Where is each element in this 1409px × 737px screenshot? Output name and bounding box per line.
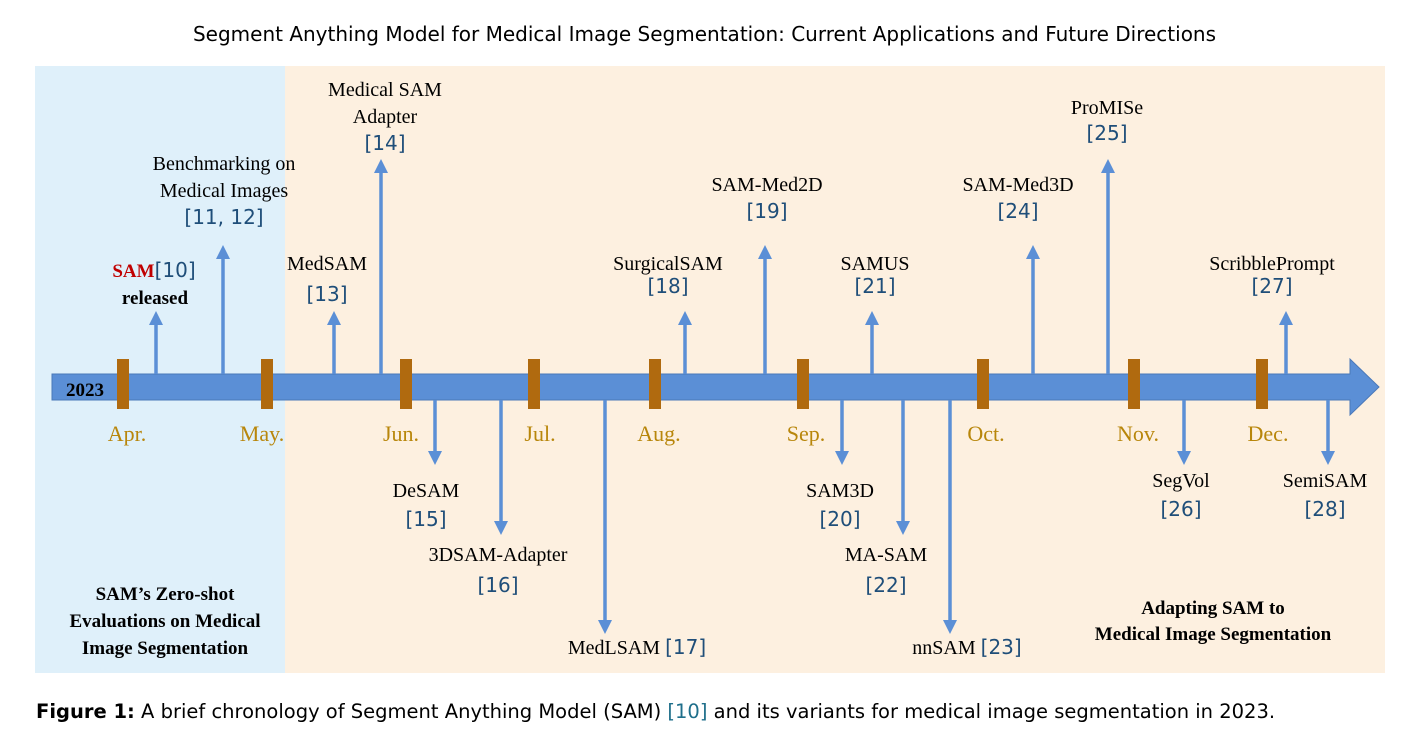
left-region-label: SAM’s Zero-shot [96, 584, 235, 605]
month-tick [261, 359, 273, 409]
event-benchmarking-ref: [11, 12] [184, 205, 263, 229]
event-semisam-ref: [28] [1304, 497, 1345, 521]
event-samus-name: SAMUS [841, 253, 910, 275]
event-sam-med2d-ref: [19] [746, 199, 787, 223]
event-promise-ref: [25] [1086, 121, 1127, 145]
month-tick [400, 359, 412, 409]
event-ref: [17] [665, 635, 706, 659]
event-sam3d-name: SAM3D [806, 480, 874, 502]
event-sam-med2d-name: SAM-Med2D [711, 174, 822, 196]
left-region-bg [35, 66, 285, 673]
event-segvol-name: SegVol [1152, 470, 1210, 492]
right-region-bg [285, 66, 1385, 673]
month-tick [1128, 359, 1140, 409]
event-ref: [23] [981, 635, 1022, 659]
event-samus-ref: [21] [854, 274, 895, 298]
event-benchmarking-name: Benchmarking on [153, 153, 296, 175]
event-medsam-name: MedSAM [287, 253, 367, 275]
caption-text-after: and its variants for medical image segme… [707, 700, 1276, 723]
month-tick [649, 359, 661, 409]
event-medical-sam-adapter-name: Medical SAM [328, 79, 442, 101]
month-label: Aug. [637, 421, 680, 446]
event-name: nnSAM [912, 637, 980, 659]
event-surgicalsam-name: SurgicalSAM [613, 253, 723, 275]
month-tick [528, 359, 540, 409]
sam-release-label: SAM[10] [112, 258, 195, 282]
event-3dsam-adapter-name: 3DSAM-Adapter [429, 544, 568, 566]
month-label: Oct. [967, 421, 1004, 446]
year-label: 2023 [66, 380, 104, 401]
month-tick [797, 359, 809, 409]
month-tick [977, 359, 989, 409]
month-label: Sep. [787, 421, 826, 446]
left-region-label: Image Segmentation [82, 638, 249, 659]
sam-name: SAM [112, 261, 154, 282]
event-medsam-ref: [13] [306, 282, 347, 306]
event-medical-sam-adapter-name: Adapter [353, 106, 418, 128]
month-label: Dec. [1248, 421, 1289, 446]
event-sam-med3d-ref: [24] [997, 199, 1038, 223]
right-region-label: Medical Image Segmentation [1095, 624, 1332, 645]
sam-ref: [10] [155, 258, 196, 282]
event-sam3d-ref: [20] [819, 507, 860, 531]
month-label: Jul. [524, 421, 555, 446]
event-name: MedLSAM [568, 637, 665, 659]
left-region-label: Evaluations on Medical [69, 611, 260, 632]
sam-released-word: released [122, 288, 189, 309]
event-ma-sam-name: MA-SAM [845, 544, 927, 566]
event-sam-med3d-name: SAM-Med3D [962, 174, 1073, 196]
event-medical-sam-adapter-ref: [14] [364, 131, 405, 155]
month-tick [117, 359, 129, 409]
right-region-label: Adapting SAM to [1141, 598, 1285, 619]
month-label: Jun. [383, 421, 419, 446]
event-promise-name: ProMISe [1071, 97, 1143, 119]
event-desam-name: DeSAM [393, 480, 460, 502]
caption-text-before: A brief chronology of Segment Anything M… [134, 700, 668, 723]
caption-ref: [10] [667, 700, 708, 723]
event-medlsam-label: MedLSAM [17] [568, 635, 706, 659]
month-label: Nov. [1117, 421, 1159, 446]
figure-caption: Figure 1: A brief chronology of Segment … [36, 700, 1275, 723]
month-label: Apr. [108, 421, 147, 446]
event-nnsam-label: nnSAM [23] [912, 635, 1021, 659]
event-benchmarking-name: Medical Images [160, 180, 288, 202]
event-desam-ref: [15] [405, 507, 446, 531]
event-3dsam-adapter-ref: [16] [477, 573, 518, 597]
event-semisam-name: SemiSAM [1283, 470, 1368, 492]
month-label: May. [240, 421, 284, 446]
month-tick [1256, 359, 1268, 409]
event-ma-sam-ref: [22] [865, 573, 906, 597]
event-scribbleprompt-ref: [27] [1251, 274, 1292, 298]
event-surgicalsam-ref: [18] [647, 274, 688, 298]
caption-label: Figure 1: [36, 700, 135, 723]
event-segvol-ref: [26] [1160, 497, 1201, 521]
page-title: Segment Anything Model for Medical Image… [192, 22, 1217, 46]
event-scribbleprompt-name: ScribblePrompt [1209, 253, 1335, 275]
